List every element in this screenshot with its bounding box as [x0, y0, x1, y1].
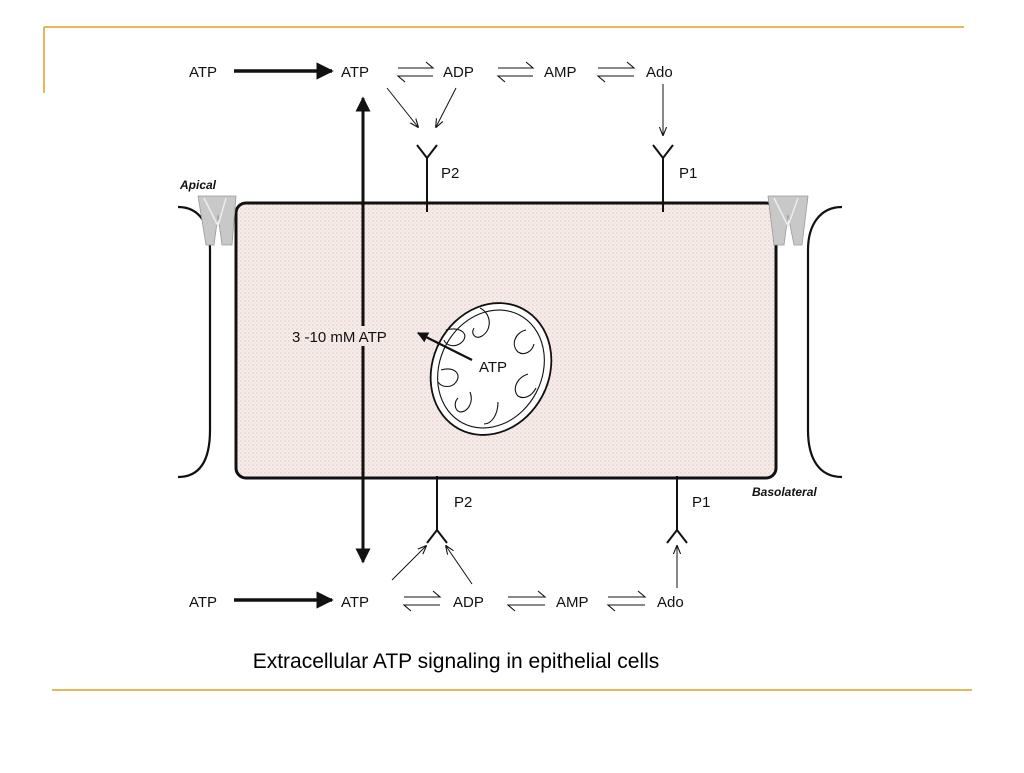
basolateral-arrow-atp-to-p2: [391, 546, 426, 581]
basolateral-arrow-adp-to-p2: [446, 546, 473, 585]
apical-atp-source: ATP: [189, 64, 217, 81]
equilibrium-arrows-bottom: [402, 590, 647, 612]
apical-arrow-atp-to-p2: [386, 87, 418, 127]
tight-junction-left: [197, 195, 237, 246]
basolateral-amp: AMP: [556, 594, 589, 611]
intracellular-label-bg: [290, 326, 398, 346]
basolateral-p1-receptor-icon: [666, 476, 688, 544]
basolateral-adp: ADP: [453, 594, 484, 611]
apical-p1-label: P1: [679, 165, 697, 182]
mitochondrial-export-arrow: [417, 332, 473, 361]
apical-arrow-adp-to-p2: [436, 87, 457, 127]
basolateral-label: Basolateral: [752, 485, 817, 499]
basolateral-atp-source: ATP: [189, 594, 217, 611]
mitochondrion: [429, 302, 553, 436]
basolateral-p2-label: P2: [454, 494, 472, 511]
figure-caption: Extracellular ATP signaling in epithelia…: [252, 650, 660, 673]
basolateral-atp: ATP: [341, 594, 369, 611]
basolateral-p2-receptor-icon: [426, 476, 448, 544]
apical-p2-receptor-icon: [416, 144, 438, 212]
neighbor-cell-left: [177, 205, 212, 479]
tight-junction-right: [767, 195, 809, 246]
apical-label: Apical: [179, 178, 217, 192]
apical-p1-receptor-icon: [652, 144, 674, 212]
intracellular-atp-label: 3 -10 mM ATP: [292, 329, 387, 346]
apical-ado: Ado: [646, 64, 673, 81]
neighbor-cell-right: [806, 205, 843, 479]
apical-atp: ATP: [341, 64, 369, 81]
apical-amp: AMP: [544, 64, 577, 81]
basolateral-ado: Ado: [657, 594, 684, 611]
apical-p2-label: P2: [441, 165, 459, 182]
basolateral-p1-label: P1: [692, 494, 710, 511]
apical-adp: ADP: [443, 64, 474, 81]
equilibrium-arrows-top: [396, 61, 636, 83]
mitochondrial-atp-label: ATP: [479, 359, 507, 376]
